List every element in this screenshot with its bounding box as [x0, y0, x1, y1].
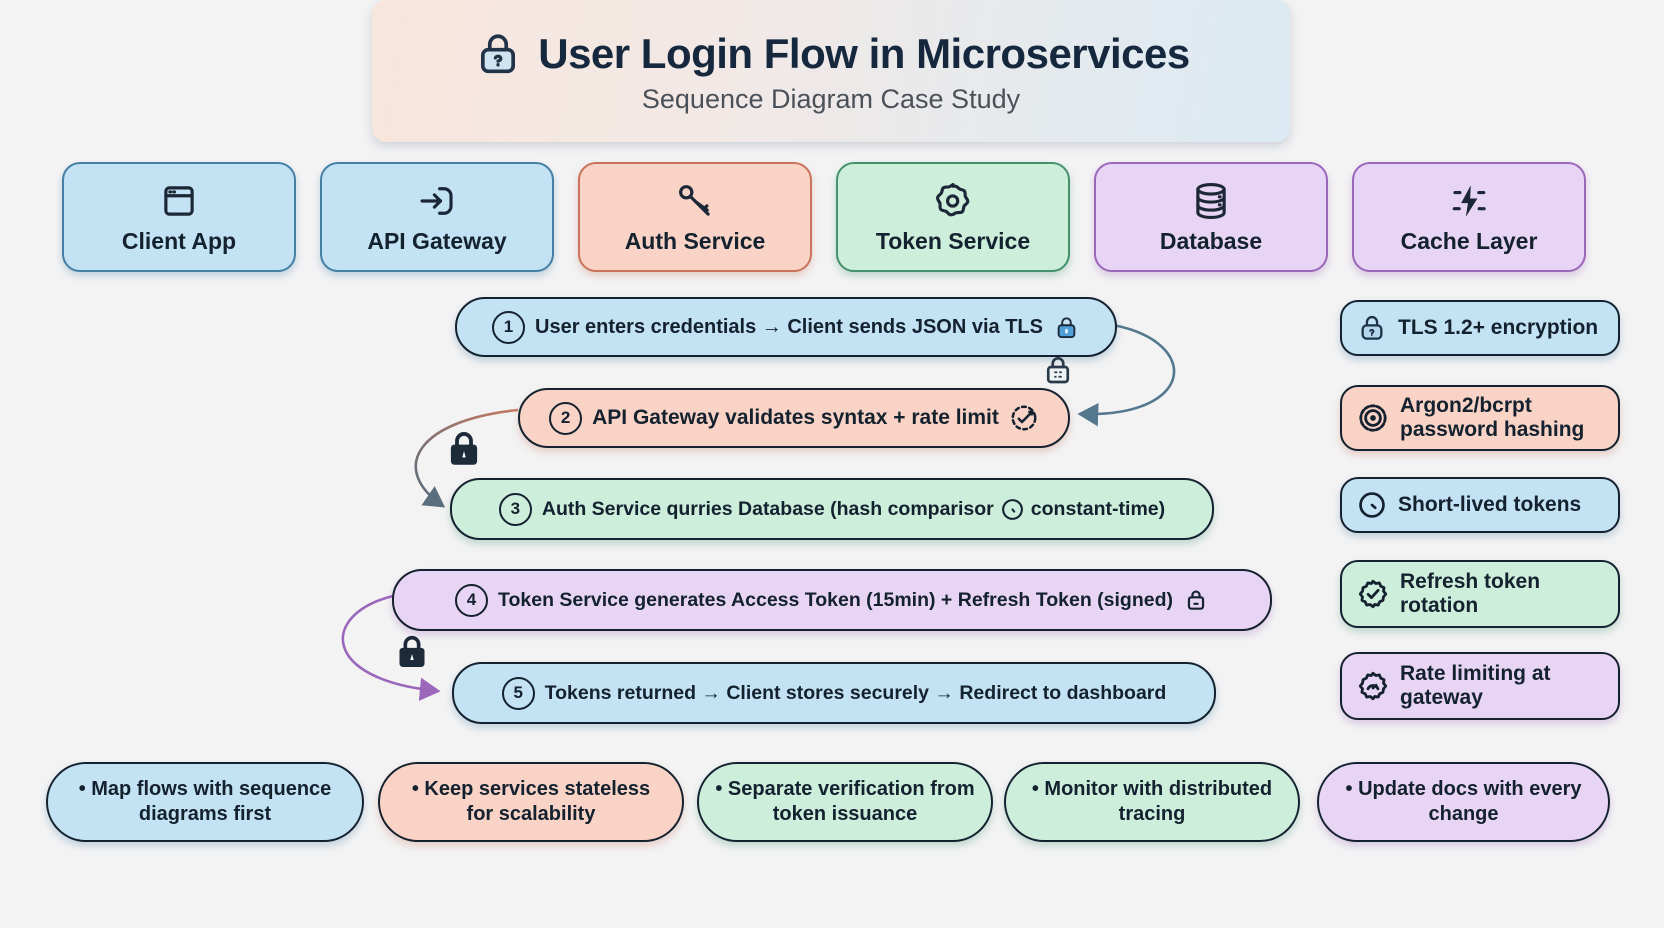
badge-text: Argon2/bcrpt password hashing [1400, 393, 1585, 441]
lock-icon [1057, 316, 1076, 338]
gauge-badge-icon [1358, 671, 1388, 701]
service-label: Auth Service [624, 227, 766, 254]
lock-icon [450, 432, 478, 465]
step-4: 4 Token Service generates Access Token (… [392, 569, 1272, 631]
step-text: User enters credentials → Client sends J… [535, 315, 1043, 338]
database-icon [1196, 182, 1226, 219]
tip-text: • Separate verification from token issua… [715, 778, 975, 825]
lock-icon [1046, 357, 1070, 384]
token-icon [935, 182, 970, 216]
lock-icon [1187, 590, 1205, 610]
badge-short-lived-tokens: Short-lived tokens [1340, 477, 1620, 533]
tip-text: • Map flows with sequence diagrams first [78, 778, 332, 825]
step-number: 2 [549, 401, 583, 435]
dashed-check-icon [1011, 405, 1037, 431]
step-text: Auth Service qurries Database (hash comp… [541, 497, 994, 520]
service-label: Database [1159, 227, 1263, 254]
service-api-gateway: API Gateway [320, 162, 554, 272]
service-token-service: Token Service [836, 162, 1070, 272]
lock-icon [1361, 316, 1383, 340]
badge-tls-encryption: TLS 1.2+ encryption [1340, 300, 1620, 356]
title-banner: User Login Flow in Microservices Sequenc… [372, 0, 1290, 142]
badge-password-hashing: Argon2/bcrpt password hashing [1340, 385, 1620, 451]
clock-icon [1359, 492, 1385, 518]
page-subtitle: Sequence Diagram Case Study [641, 83, 1021, 114]
step-3: 3 Auth Service qurries Database (hash co… [450, 478, 1214, 540]
login-arrow-icon [420, 186, 453, 215]
browser-icon [164, 185, 194, 216]
tip-text: • Keep services stateless for scalabilit… [411, 778, 651, 825]
tip-map-flows: • Map flows with sequence diagrams first [46, 762, 364, 842]
tip-stateless-services: • Keep services stateless for scalabilit… [378, 762, 684, 842]
badge-refresh-rotation: Refresh token rotation [1340, 560, 1620, 628]
service-cache-layer: Cache Layer [1352, 162, 1586, 272]
service-label: Token Service [875, 227, 1031, 254]
step-number: 4 [455, 583, 489, 617]
step-number: 1 [492, 310, 526, 344]
step-1: 1 User enters credentials → Client sends… [455, 297, 1117, 357]
key-icon [679, 184, 710, 216]
step-text: Token Service generates Access Token (15… [498, 588, 1173, 611]
page-title: User Login Flow in Microservices [538, 29, 1190, 77]
service-label: Cache Layer [1400, 227, 1538, 254]
step-number: 5 [501, 676, 535, 710]
badge-text: Short-lived tokens [1398, 492, 1582, 516]
clock-icon [1001, 498, 1023, 520]
service-label: Client App [121, 227, 237, 254]
badge-text: Rate limiting at gateway [1400, 661, 1551, 709]
service-label: API Gateway [367, 227, 507, 254]
seal-icon [1359, 404, 1387, 432]
badge-text: Refresh token rotation [1400, 569, 1541, 617]
badge-text: TLS 1.2+ encryption [1398, 315, 1599, 339]
step-5: 5 Tokens returned → Client stores secure… [452, 662, 1216, 724]
badge-check-icon [1358, 579, 1388, 609]
tip-text: • Monitor with distributed tracing [1031, 778, 1273, 825]
badge-rate-limiting: Rate limiting at gateway [1340, 652, 1620, 720]
step-text: Tokens returned → Client stores securely… [544, 681, 1167, 704]
service-auth-service: Auth Service [578, 162, 812, 272]
step-number: 3 [498, 492, 532, 526]
tip-update-docs: • Update docs with every change [1317, 762, 1610, 842]
step-text: API Gateway validates syntax + rate limi… [592, 406, 999, 429]
lightning-icon [1452, 184, 1486, 217]
tip-distributed-tracing: • Monitor with distributed tracing [1004, 762, 1300, 842]
lock-icon [399, 635, 425, 667]
lock-icon [481, 33, 516, 73]
service-database: Database [1094, 162, 1328, 272]
step-text: constant-time) [1030, 497, 1166, 520]
service-client-app: Client App [62, 162, 296, 272]
step-2: 2 API Gateway validates syntax + rate li… [518, 388, 1070, 448]
tip-separate-verification: • Separate verification from token issua… [697, 762, 993, 842]
tip-text: • Update docs with every change [1345, 778, 1582, 825]
